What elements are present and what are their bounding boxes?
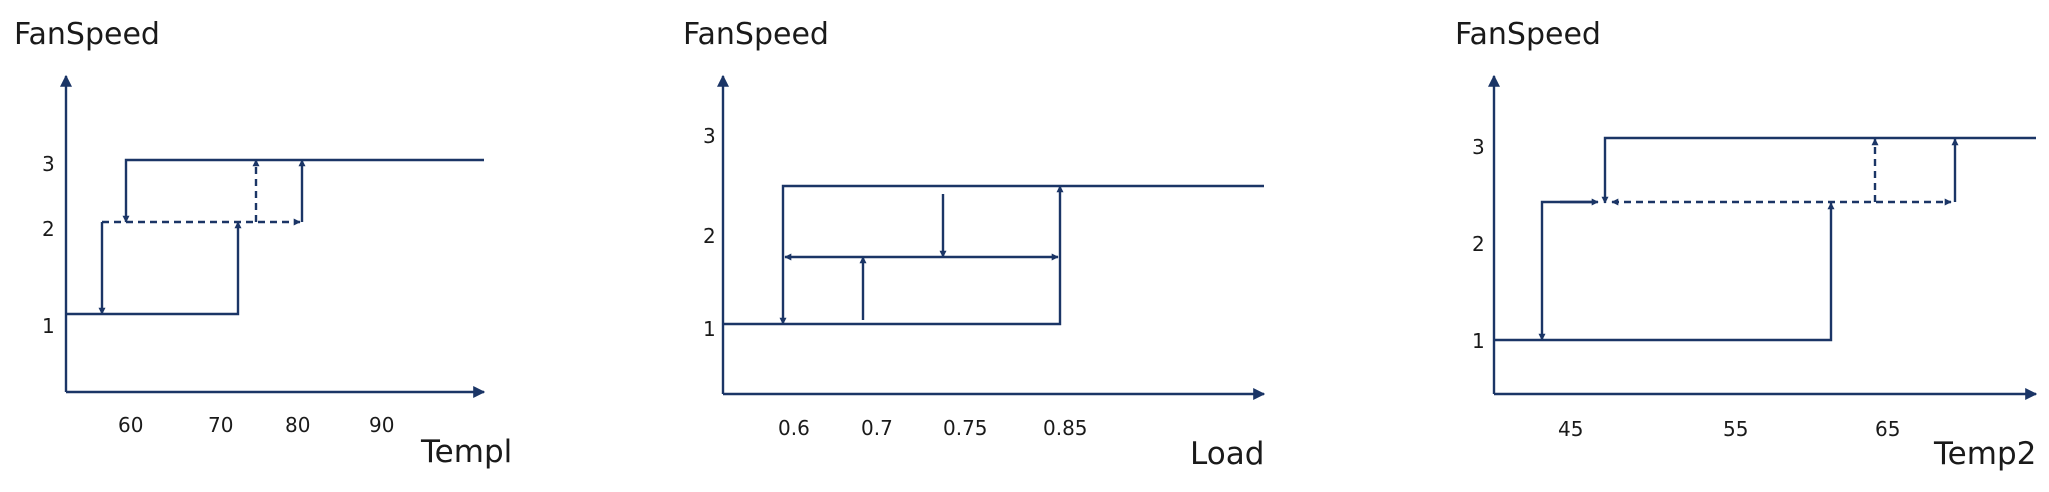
y-axis-label: FanSpeed bbox=[683, 17, 829, 52]
x-tick-70: 70 bbox=[208, 413, 233, 437]
x-axis-label: Temp2 bbox=[1933, 436, 2036, 472]
x-tick-65: 65 bbox=[1875, 417, 1900, 441]
x-tick-55: 55 bbox=[1723, 417, 1748, 441]
y-tick-1: 1 bbox=[42, 314, 55, 338]
y-tick-3: 3 bbox=[42, 152, 55, 176]
x-tick-0.85: 0.85 bbox=[1043, 416, 1088, 440]
panel-temp1: FanSpeed 3 2 1 60 70 80 90 Templ bbox=[14, 17, 512, 470]
x-tick-80: 80 bbox=[285, 413, 310, 437]
step-down-2-to-1 bbox=[1538, 200, 1593, 341]
y-tick-2: 2 bbox=[1472, 232, 1485, 256]
x-tick-0.75: 0.75 bbox=[943, 416, 988, 440]
x-tick-60: 60 bbox=[118, 413, 143, 437]
x-tick-90: 90 bbox=[369, 413, 394, 437]
x-tick-0.7: 0.7 bbox=[861, 416, 893, 440]
y-tick-2: 2 bbox=[703, 224, 716, 248]
step-up-1-to-2 bbox=[66, 221, 242, 316]
step-down-3-to-2 bbox=[122, 158, 484, 223]
y-tick-1: 1 bbox=[703, 317, 716, 341]
y-axis-label: FanSpeed bbox=[14, 17, 160, 52]
x-axis-label: Load bbox=[1190, 436, 1264, 472]
step-down-2-to-1 bbox=[779, 184, 1264, 325]
x-tick-45: 45 bbox=[1558, 417, 1583, 441]
panel-temp2: FanSpeed 3 2 1 45 55 65 Temp2 bbox=[1455, 17, 2038, 472]
y-tick-1: 1 bbox=[1472, 329, 1485, 353]
x-axis-label: Templ bbox=[420, 434, 512, 470]
y-axis-label: FanSpeed bbox=[1455, 17, 1601, 52]
y-tick-3: 3 bbox=[703, 124, 716, 148]
step-up-1-to-2 bbox=[1494, 202, 1835, 342]
step-down-3-to-2 bbox=[1601, 136, 2036, 204]
y-tick-2: 2 bbox=[42, 217, 55, 241]
panel-load: FanSpeed 3 2 1 0.6 0.7 0.75 0.85 Load bbox=[683, 17, 1266, 472]
step-up-1-to-2 bbox=[723, 185, 1064, 326]
x-tick-0.6: 0.6 bbox=[778, 416, 810, 440]
y-tick-3: 3 bbox=[1472, 135, 1485, 159]
